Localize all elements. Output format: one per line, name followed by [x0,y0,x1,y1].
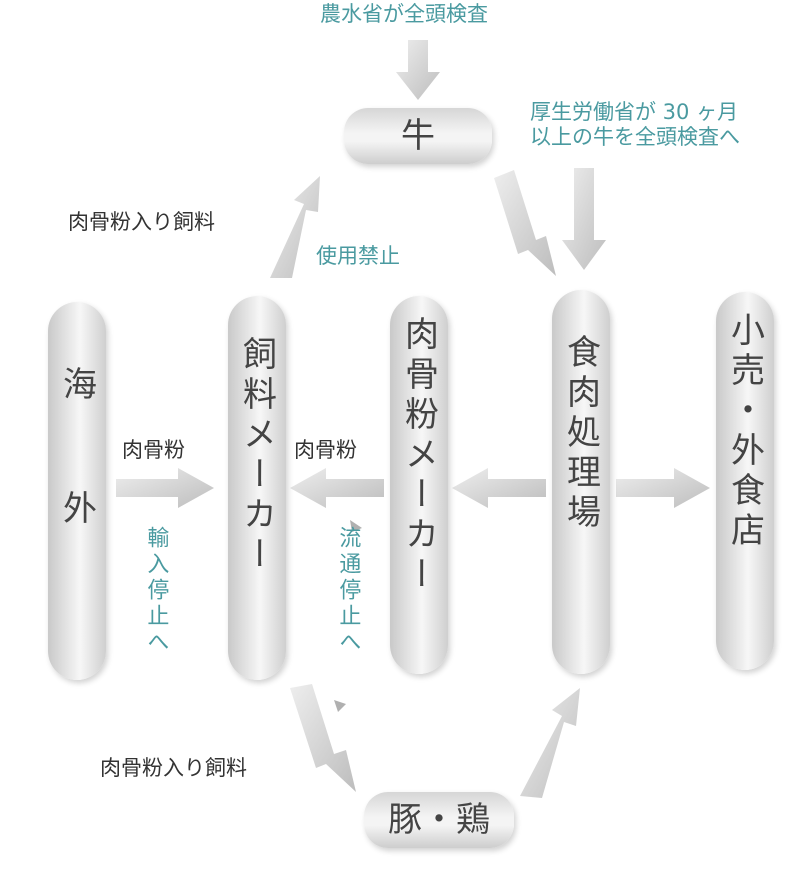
label-import-stop: 輸入停止へ [143,526,169,656]
node-meat-processing-plant: 食肉処理場 [552,290,610,674]
node-cow-label: 牛 [401,116,435,156]
node-meat-bone-meal-maker-label: 肉骨粉メーカー [398,316,439,596]
arrow-processing-to-retail [616,468,710,508]
label-meal-flow: 肉骨粉 [294,438,357,462]
node-feed-maker: 飼料メーカー [228,296,286,680]
node-pig-chicken: 豚・鶏 [364,792,514,848]
label-meal-import: 肉骨粉 [122,438,185,462]
node-meat-bone-meal-maker: 肉骨粉メーカー [390,296,448,674]
label-mhlw-inspection-line1: 厚生労働省が 30 ヶ月 [530,100,739,124]
node-retail-dining-label: 小売・外食店 [724,312,765,552]
node-overseas: 海外 [48,302,106,680]
arrow-feed-to-cow [270,176,320,278]
label-distribution-stop: 流通停止へ [335,526,361,656]
label-use-banned: 使用禁止 [316,244,400,268]
label-mhlw-inspection-line2: 以上の牛を全頭検査へ [530,125,740,150]
label-mhlw-inspection: 厚生労働省が 30 ヶ月 以上の牛を全頭検査へ [530,100,740,150]
node-meat-processing-plant-label: 食肉処理場 [560,334,601,534]
label-maff-inspection: 農水省が全頭検査 [320,2,488,26]
node-feed-maker-label: 飼料メーカー [236,336,277,576]
node-cow: 牛 [344,108,492,164]
arrow-meal-to-feed [290,468,384,508]
label-feed-with-meal-bottom: 肉骨粉入り飼料 [100,756,247,780]
node-retail-dining: 小売・外食店 [716,292,774,670]
node-pig-chicken-label: 豚・鶏 [388,800,490,840]
arrow-cow-to-processing [494,170,556,276]
arrow-mhlw-to-processing [562,168,606,270]
label-feed-with-meal-top: 肉骨粉入り飼料 [68,210,215,234]
arrow-processing-to-meal [452,468,546,508]
arrowhead-distribution-stop-up [350,520,362,532]
arrow-feed-to-pig [290,684,356,792]
arrow-overseas-to-feed [116,468,214,508]
arrowhead-distribution-stop-down [334,700,346,712]
node-overseas-label: 海外 [56,366,97,614]
arrow-maff-to-cow [396,40,440,100]
arrow-pig-to-processing [520,688,580,798]
